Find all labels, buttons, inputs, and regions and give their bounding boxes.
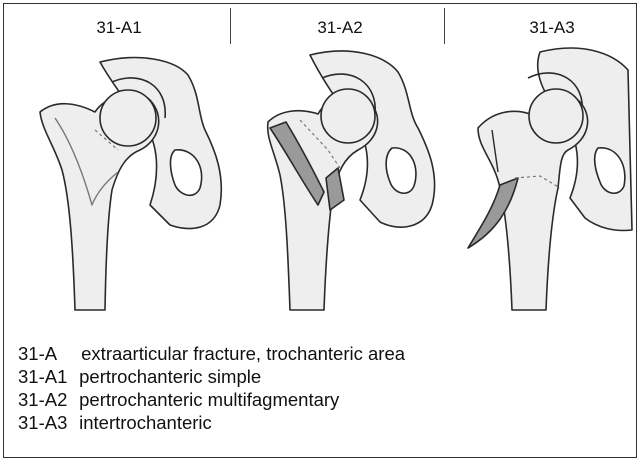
legend-text: intertrochanteric — [79, 412, 212, 433]
legend-row: 31-A1 pertrochanteric simple — [18, 365, 405, 388]
femoral-head-a1 — [100, 90, 156, 146]
legend-code: 31-A3 — [18, 411, 74, 434]
legend-code: 31-A1 — [18, 365, 74, 388]
legend-code: 31-A — [18, 342, 76, 365]
legend-text: pertrochanteric simple — [79, 366, 261, 387]
legend-code: 31-A2 — [18, 388, 74, 411]
legend: 31-A extraarticular fracture, trochanter… — [18, 342, 405, 434]
legend-row: 31-A2 pertrochanteric multifagmentary — [18, 388, 405, 411]
legend-text: extraarticular fracture, trochanteric ar… — [81, 343, 405, 364]
legend-row: 31-A3 intertrochanteric — [18, 411, 405, 434]
hip-a3-illustration — [468, 48, 632, 310]
femoral-head-a3 — [529, 89, 583, 143]
femoral-head-a2 — [321, 89, 375, 143]
legend-text: pertrochanteric multifagmentary — [79, 389, 339, 410]
legend-row: 31-A extraarticular fracture, trochanter… — [18, 342, 405, 365]
hip-a2-illustration — [268, 51, 435, 310]
hip-a1-illustration — [40, 58, 221, 310]
